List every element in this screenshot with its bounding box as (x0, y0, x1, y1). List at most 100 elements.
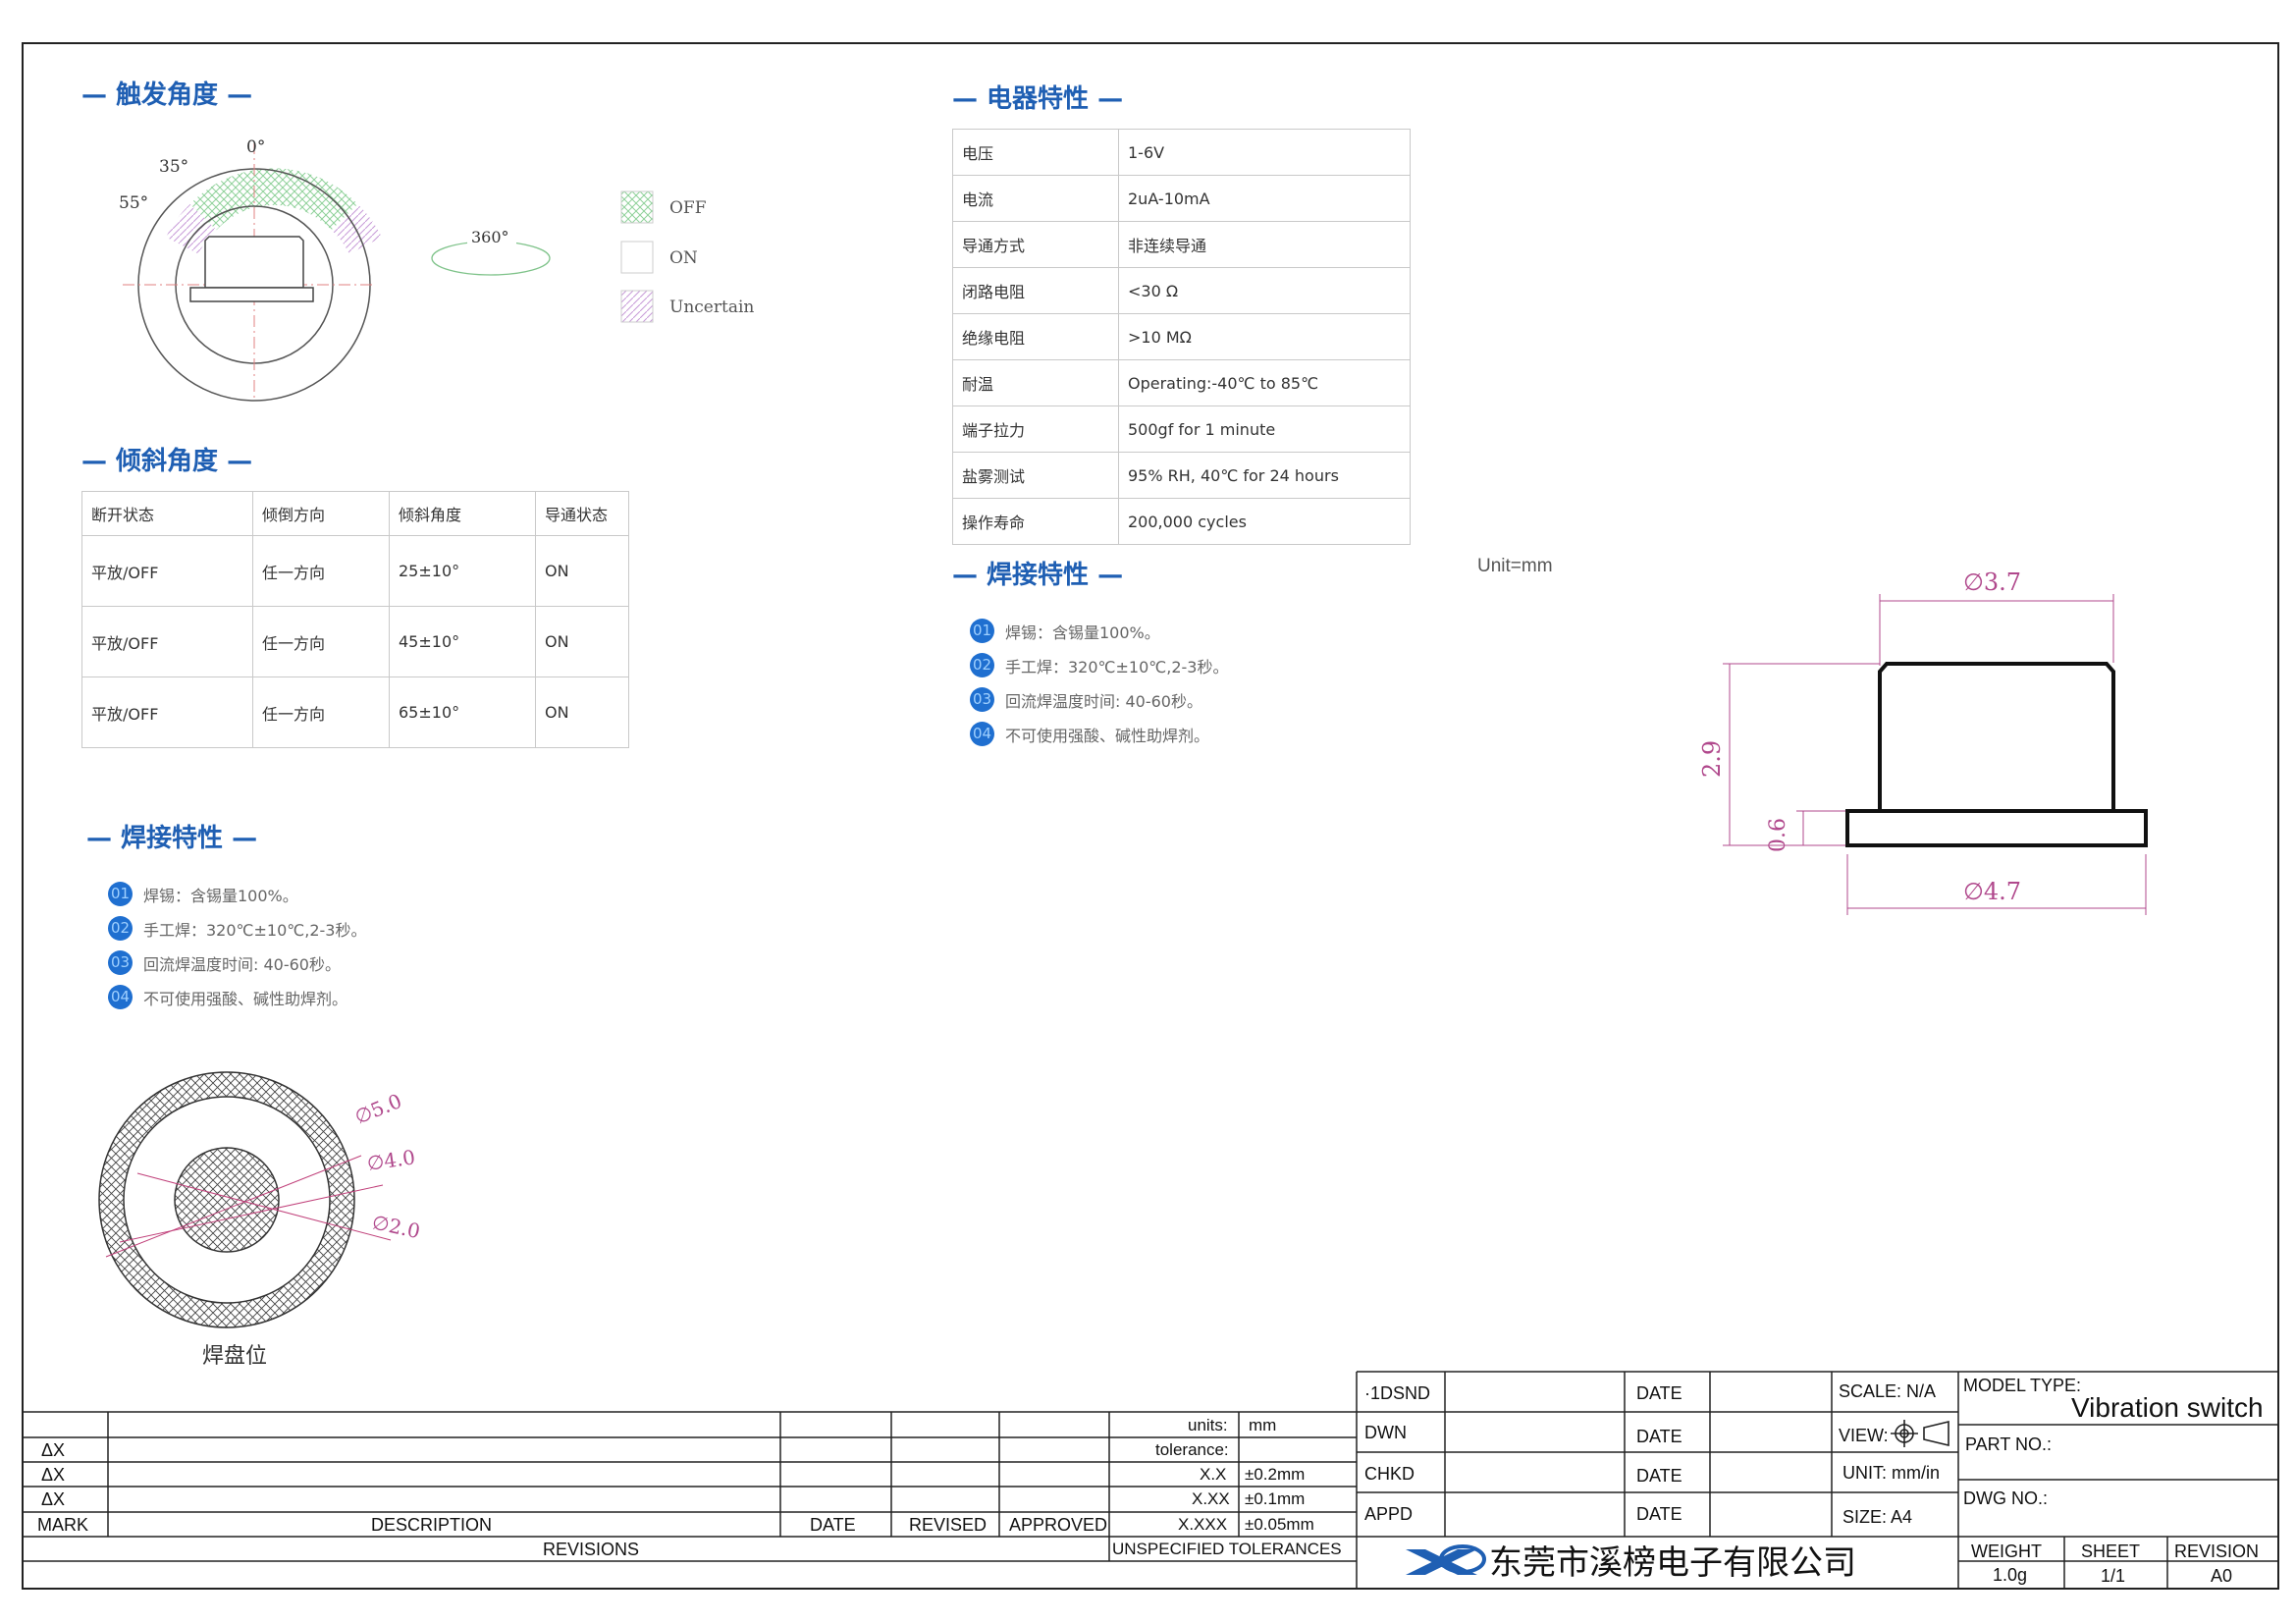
revision-value: A0 (2211, 1566, 2233, 1586)
electrical-value: <30 Ω (1118, 267, 1411, 314)
rev-mark-1: ΔX (41, 1440, 66, 1460)
step-number-badge: 03 (108, 950, 133, 975)
welding-left-text: 焊锡：含锡量100%。 (143, 886, 298, 905)
tilt-cell: 平放/OFF (81, 676, 253, 748)
electrical-param: 端子拉力 (952, 406, 1119, 453)
welding-left-title: — 焊接特性 — (86, 824, 258, 853)
signoff-chkd: CHKD (1364, 1464, 1415, 1484)
trigger-angle-title: — 触发角度 — (81, 81, 253, 110)
electrical-param: 盐雾测试 (952, 452, 1119, 499)
unit-label: Unit=mm (1477, 556, 1553, 576)
projection-symbol (1891, 1420, 1949, 1447)
tol-value-3: ±0.05mm (1245, 1515, 1314, 1534)
electrical-value: 非连续导通 (1118, 221, 1411, 268)
tilt-header: 导通状态 (535, 491, 629, 536)
angle-55-label: 55° (119, 193, 148, 213)
welding-left-item: 01 焊锡：含锡量100%。 (108, 882, 298, 906)
sheet-label: SHEET (2081, 1542, 2141, 1561)
drawing-frame (22, 42, 2279, 1590)
welding-right-text: 回流焊温度时间: 40-60秒。 (1005, 691, 1202, 711)
tolerance-label: tolerance: (1155, 1440, 1229, 1459)
step-number-badge: 04 (970, 722, 994, 746)
tilt-cell: 平放/OFF (81, 535, 253, 607)
top-width-dim: ∅3.7 (1963, 568, 2021, 596)
electrical-value: 2uA-10mA (1118, 175, 1411, 222)
electrical-value: 200,000 cycles (1118, 498, 1411, 545)
electrical-row: 绝缘电阻>10 MΩ (952, 313, 1411, 360)
step-number-badge: 02 (970, 653, 994, 677)
rev-header-description: DESCRIPTION (371, 1515, 493, 1535)
revisions-footer: REVISIONS (543, 1540, 640, 1559)
tilt-cell: ON (535, 606, 629, 677)
tilt-cell: 45±10° (389, 606, 536, 677)
signoff-1dsnd: ·1DSND (1364, 1383, 1431, 1403)
welding-left-item: 02 手工焊：320℃±10℃,2-3秒。 (108, 916, 366, 941)
model-type-label: MODEL TYPE: (1963, 1376, 2082, 1395)
electrical-value: 1-6V (1118, 129, 1411, 176)
legend-uncertain-label: Uncertain (669, 298, 754, 317)
unit-label-block: UNIT: mm/in (1842, 1463, 1940, 1483)
view-label: VIEW: (1839, 1426, 1889, 1445)
solder-pad-diagram: ∅5.0 ∅4.0 ∅2.0 (98, 1071, 422, 1328)
electrical-value: Operating:-40℃ to 85℃ (1118, 359, 1411, 406)
tilt-cell: 任一方向 (252, 676, 390, 748)
rev-header-revised: REVISED (909, 1515, 988, 1535)
base-height-dim: 0.6 (1766, 818, 1790, 852)
step-number-badge: 01 (108, 882, 133, 906)
tol-key-3: X.XXX (1178, 1515, 1228, 1534)
tilt-cell: 65±10° (389, 676, 536, 748)
tol-value-2: ±0.1mm (1245, 1489, 1306, 1508)
welding-right-item: 02 手工焊：320℃±10℃,2-3秒。 (970, 653, 1228, 677)
welding-right-text: 不可使用强酸、碱性助焊剂。 (1005, 726, 1210, 745)
welding-right-text: 手工焊：320℃±10℃,2-3秒。 (1005, 657, 1229, 676)
signoff-date-2: DATE (1636, 1427, 1682, 1446)
off-sector (189, 168, 358, 231)
tilt-header: 倾倒方向 (252, 491, 390, 536)
size-label: SIZE: A4 (1842, 1507, 1913, 1527)
legend-on-label: ON (669, 248, 698, 268)
rev-mark-2: ΔX (41, 1465, 66, 1485)
step-number-badge: 02 (108, 916, 133, 941)
tol-key-2: X.XX (1192, 1489, 1230, 1508)
electrical-param: 操作寿命 (952, 498, 1119, 545)
dimension-drawing: ∅3.7 ∅4.7 2.9 0.6 (1698, 568, 2148, 915)
step-number-badge: 04 (108, 985, 133, 1009)
units-label: units: (1188, 1416, 1228, 1434)
dwg-no-label: DWG NO.: (1963, 1488, 2048, 1508)
tolerances-footer: UNSPECIFIED TOLERANCES (1112, 1540, 1342, 1558)
signoff-dwn: DWN (1364, 1423, 1407, 1442)
tilt-cell: 平放/OFF (81, 606, 253, 677)
angle-0-label: 0° (246, 137, 265, 157)
electrical-row: 导通方式非连续导通 (952, 221, 1411, 268)
sheet-value: 1/1 (2101, 1566, 2126, 1586)
company-logo (1406, 1544, 1486, 1575)
rev-header-date: DATE (810, 1515, 856, 1535)
tol-key-1: X.X (1200, 1465, 1227, 1484)
tilt-cell: ON (535, 535, 629, 607)
tilt-cell: 25±10° (389, 535, 536, 607)
signoff-date-4: DATE (1636, 1504, 1682, 1524)
electrical-param: 导通方式 (952, 221, 1119, 268)
company-name: 东莞市溪榜电子有限公司 (1489, 1543, 1856, 1583)
angle-360-label: 360° (471, 228, 509, 246)
scale-label: SCALE: N/A (1839, 1381, 1937, 1401)
rev-header-approved: APPROVED (1009, 1515, 1108, 1535)
welding-left-text: 手工焊：320℃±10℃,2-3秒。 (143, 920, 367, 940)
pad-caption: 焊盘位 (202, 1344, 268, 1369)
legend-off-label: OFF (669, 198, 707, 218)
step-number-badge: 03 (970, 687, 994, 712)
electrical-value: 500gf for 1 minute (1118, 406, 1411, 453)
welding-right-title: — 焊接特性 — (952, 561, 1124, 590)
weight-label: WEIGHT (1971, 1542, 2042, 1561)
rev-header-mark: MARK (37, 1515, 89, 1535)
rev-mark-3: ΔX (41, 1489, 66, 1509)
signoff-appd: APPD (1364, 1504, 1414, 1524)
